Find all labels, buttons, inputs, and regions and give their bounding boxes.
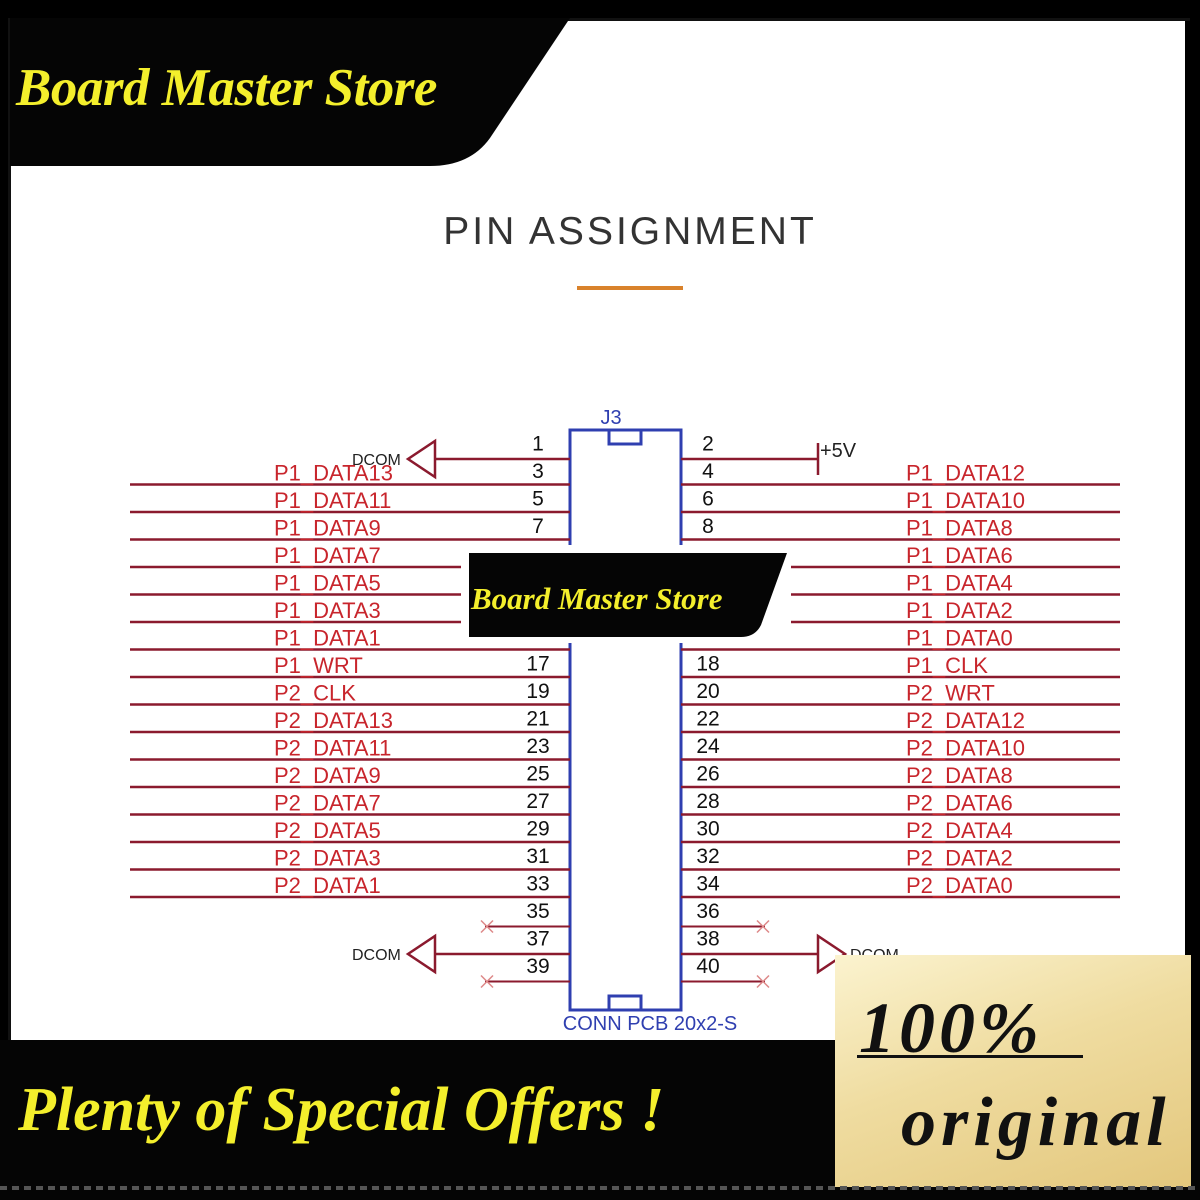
pin-number-37: 37 bbox=[526, 928, 549, 951]
net-label-p1_data5: P1_DATA5 bbox=[274, 571, 381, 596]
original-badge: 100% original bbox=[835, 955, 1191, 1187]
net-label-p2_data12: P2_DATA12 bbox=[906, 708, 1025, 733]
pin-number-28: 28 bbox=[696, 790, 719, 813]
ground-symbol-pin-38 bbox=[816, 933, 848, 975]
net-label-p1_data0: P1_DATA0 bbox=[906, 626, 1013, 651]
pin-number-20: 20 bbox=[696, 680, 719, 703]
net-label-p1_clk: P1_CLK bbox=[906, 653, 988, 678]
no-connect-mark-pin-35 bbox=[480, 919, 494, 934]
no-connect-mark-pin-36 bbox=[756, 919, 770, 934]
net-label-p1_data6: P1_DATA6 bbox=[906, 543, 1013, 568]
pin-number-38: 38 bbox=[696, 928, 719, 951]
title-underline bbox=[577, 286, 683, 290]
net-label-p1_data11: P1_DATA11 bbox=[274, 488, 391, 513]
pin-number-40: 40 bbox=[696, 955, 719, 978]
store-banner-top: Board Master Store bbox=[10, 18, 570, 166]
net-label-p1_data2: P1_DATA2 bbox=[906, 598, 1013, 623]
net-label-p2_data6: P2_DATA6 bbox=[906, 791, 1013, 816]
banner-shape bbox=[10, 18, 570, 166]
pin-number-34: 34 bbox=[696, 873, 720, 896]
net-label-p1_data8: P1_DATA8 bbox=[906, 516, 1013, 541]
net-label-p2_data8: P2_DATA8 bbox=[906, 763, 1013, 788]
pin-number-35: 35 bbox=[526, 900, 549, 923]
bottom-dashed-rule bbox=[0, 1186, 1200, 1190]
pin-number-2: 2 bbox=[702, 433, 714, 456]
store-name-top: Board Master Store bbox=[16, 59, 437, 117]
net-label-p1_data12: P1_DATA12 bbox=[906, 461, 1025, 486]
pin-number-29: 29 bbox=[526, 818, 549, 841]
dcom-label-pin-1: DCOM bbox=[352, 452, 401, 469]
badge-shape bbox=[469, 553, 787, 637]
net-label-p2_data7: P2_DATA7 bbox=[274, 791, 381, 816]
net-label-p2_clk: P2_CLK bbox=[274, 681, 356, 706]
net-label-p2_data10: P2_DATA10 bbox=[906, 736, 1025, 761]
pin-number-31: 31 bbox=[526, 845, 549, 868]
net-label-p1_wrt: P1_WRT bbox=[274, 653, 363, 678]
net-label-p1_data3: P1_DATA3 bbox=[274, 598, 381, 623]
pin-number-18: 18 bbox=[696, 653, 719, 676]
original-text: original bbox=[901, 1084, 1171, 1161]
pin-number-4: 4 bbox=[702, 460, 714, 483]
power-label-5v: +5V bbox=[820, 440, 857, 462]
pin-number-8: 8 bbox=[702, 515, 714, 538]
store-name-center: Board Master Store bbox=[471, 581, 723, 616]
net-label-p1_data7: P1_DATA7 bbox=[274, 543, 381, 568]
net-label-p1_data10: P1_DATA10 bbox=[906, 488, 1025, 513]
pin-number-32: 32 bbox=[696, 845, 719, 868]
page-title: PIN ASSIGNMENT bbox=[443, 210, 817, 253]
percent-text: 100% bbox=[859, 988, 1043, 1068]
pin-number-25: 25 bbox=[526, 763, 549, 786]
pin-number-27: 27 bbox=[526, 790, 549, 813]
net-label-p1_data13: P1_DATA13 bbox=[274, 461, 393, 486]
pin-number-33: 33 bbox=[526, 873, 549, 896]
part-number-label: CONN PCB 20x2-S bbox=[563, 1013, 738, 1035]
net-label-p1_data4: P1_DATA4 bbox=[906, 571, 1013, 596]
net-label-p2_data9: P2_DATA9 bbox=[274, 763, 381, 788]
pin-number-21: 21 bbox=[526, 708, 549, 731]
pin-number-17: 17 bbox=[526, 653, 549, 676]
frame-left-border bbox=[8, 18, 11, 1040]
net-label-p2_data1: P2_DATA1 bbox=[274, 873, 381, 898]
net-label-p2_data2: P2_DATA2 bbox=[906, 846, 1013, 871]
pin-number-22: 22 bbox=[696, 708, 719, 731]
net-label-p2_data0: P2_DATA0 bbox=[906, 873, 1013, 898]
percent-underline bbox=[857, 1055, 1083, 1058]
net-label-p2_data11: P2_DATA11 bbox=[274, 736, 391, 761]
pin-number-19: 19 bbox=[526, 680, 549, 703]
connector-key-top bbox=[607, 428, 643, 446]
net-label-p2_data4: P2_DATA4 bbox=[906, 818, 1013, 843]
net-label-p2_data13: P2_DATA13 bbox=[274, 708, 393, 733]
pin-number-6: 6 bbox=[702, 488, 714, 511]
pin-number-7: 7 bbox=[532, 515, 544, 538]
pin-number-26: 26 bbox=[696, 763, 719, 786]
no-connect-mark-pin-40 bbox=[756, 974, 770, 989]
frame-top-border bbox=[560, 18, 1190, 21]
ground-symbol-pin-37 bbox=[405, 933, 437, 975]
pin-number-5: 5 bbox=[532, 488, 544, 511]
connector-body bbox=[568, 428, 683, 1012]
designator-label: J3 bbox=[600, 407, 621, 429]
special-offers-text: Plenty of Special Offers ! bbox=[18, 1076, 665, 1144]
net-label-p2_data5: P2_DATA5 bbox=[274, 818, 381, 843]
pin-number-23: 23 bbox=[526, 735, 549, 758]
pin-number-39: 39 bbox=[526, 955, 549, 978]
dcom-label-pin-37: DCOM bbox=[352, 947, 401, 964]
pin-number-36: 36 bbox=[696, 900, 719, 923]
pin-number-30: 30 bbox=[696, 818, 719, 841]
net-label-p2_data3: P2_DATA3 bbox=[274, 846, 381, 871]
net-label-p2_wrt: P2_WRT bbox=[906, 681, 995, 706]
ground-symbol-pin-1 bbox=[405, 438, 437, 480]
net-label-p1_data9: P1_DATA9 bbox=[274, 516, 381, 541]
pin-number-3: 3 bbox=[532, 460, 544, 483]
pin-number-1: 1 bbox=[532, 433, 544, 456]
pin-number-24: 24 bbox=[696, 735, 720, 758]
connector-key-bottom bbox=[607, 994, 643, 1012]
store-badge-center: Board Master Store bbox=[461, 545, 791, 643]
net-label-p1_data1: P1_DATA1 bbox=[274, 626, 381, 651]
no-connect-mark-pin-39 bbox=[480, 974, 494, 989]
